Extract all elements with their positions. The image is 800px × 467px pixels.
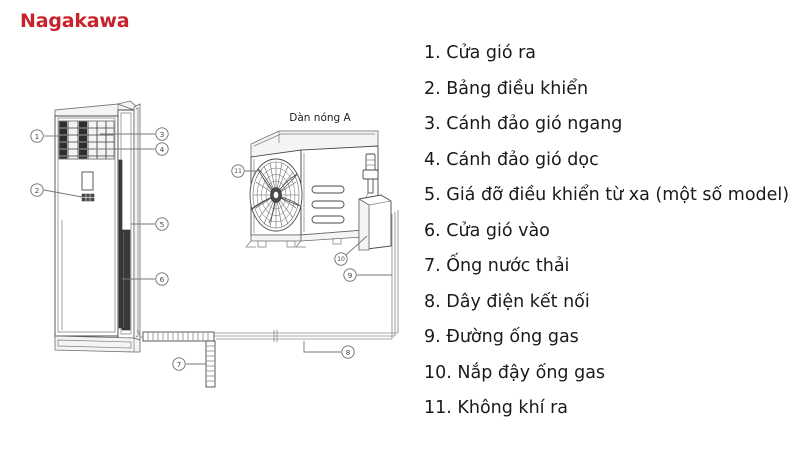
legend-item-6: 6. Cửa gió vào: [424, 220, 550, 241]
svg-text:5: 5: [160, 220, 165, 229]
service-valve: [362, 153, 379, 203]
svg-text:3: 3: [160, 130, 165, 139]
callout-6: 6: [122, 272, 169, 286]
svg-text:10: 10: [337, 256, 345, 263]
callout-11: 11: [231, 164, 262, 178]
legend-item-2: 2. Bảng điều khiển: [424, 78, 589, 99]
callout-1: 1: [30, 129, 59, 143]
callout-2: 2: [30, 183, 83, 198]
legend-item-11: 11. Không khí ra: [424, 398, 568, 418]
air-intake-strip: [118, 159, 123, 329]
callout-10: 10: [334, 235, 368, 266]
indoor-unit-illustration: [54, 100, 141, 353]
brand-logo: Nagakawa: [20, 10, 130, 32]
legend-item-8: 8. Dây điện kết nối: [424, 291, 590, 312]
legend-item-4: 4. Cánh đảo gió dọc: [424, 149, 599, 170]
legend-item-5: 5. Giá đỡ điều khiển từ xa (một số model…: [424, 185, 790, 205]
svg-text:9: 9: [348, 271, 353, 280]
svg-text:4: 4: [160, 145, 165, 154]
indoor-display-window: [81, 171, 94, 191]
svg-text:6: 6: [160, 275, 165, 284]
fan-grille: [249, 158, 303, 232]
air-outlet-grille: [58, 120, 115, 160]
callout-8: 8: [303, 341, 355, 359]
outdoor-unit-illustration: [245, 130, 392, 251]
svg-text:2: 2: [35, 186, 40, 195]
callout-4: 4: [95, 142, 169, 156]
callout-3: 3: [100, 127, 169, 141]
legend-item-7: 7. Ống nước thải: [424, 256, 570, 276]
control-panel: [81, 193, 95, 202]
side-louver-slots: [311, 185, 345, 224]
svg-text:1: 1: [35, 132, 40, 141]
legend-item-9: 9. Đường ống gas: [424, 327, 579, 347]
connecting-pipework: [214, 210, 399, 342]
callout-7: 7: [172, 357, 206, 371]
outdoor-unit-caption: Dàn nóng A: [289, 112, 351, 124]
parts-legend-list: 1. Cửa gió ra 2. Bảng điều khiển 3. Cánh…: [424, 36, 800, 427]
svg-text:8: 8: [346, 348, 351, 357]
legend-item-1: 1. Cửa gió ra: [424, 43, 537, 63]
callout-5: 5: [131, 217, 169, 231]
legend-item-3: 3. Cánh đảo gió ngang: [424, 114, 623, 134]
callout-9: 9: [343, 268, 392, 282]
drain-hose: [136, 329, 216, 388]
appliance-diagram: Dàn nóng A 1 2 3 4 5 6 7: [30, 100, 399, 388]
svg-text:11: 11: [234, 168, 242, 175]
remote-holder-strip: [121, 229, 131, 331]
legend-item-10: 10. Nắp đậy ống gas: [424, 362, 606, 383]
gas-pipe-cover: [358, 194, 392, 251]
svg-text:7: 7: [177, 360, 182, 369]
